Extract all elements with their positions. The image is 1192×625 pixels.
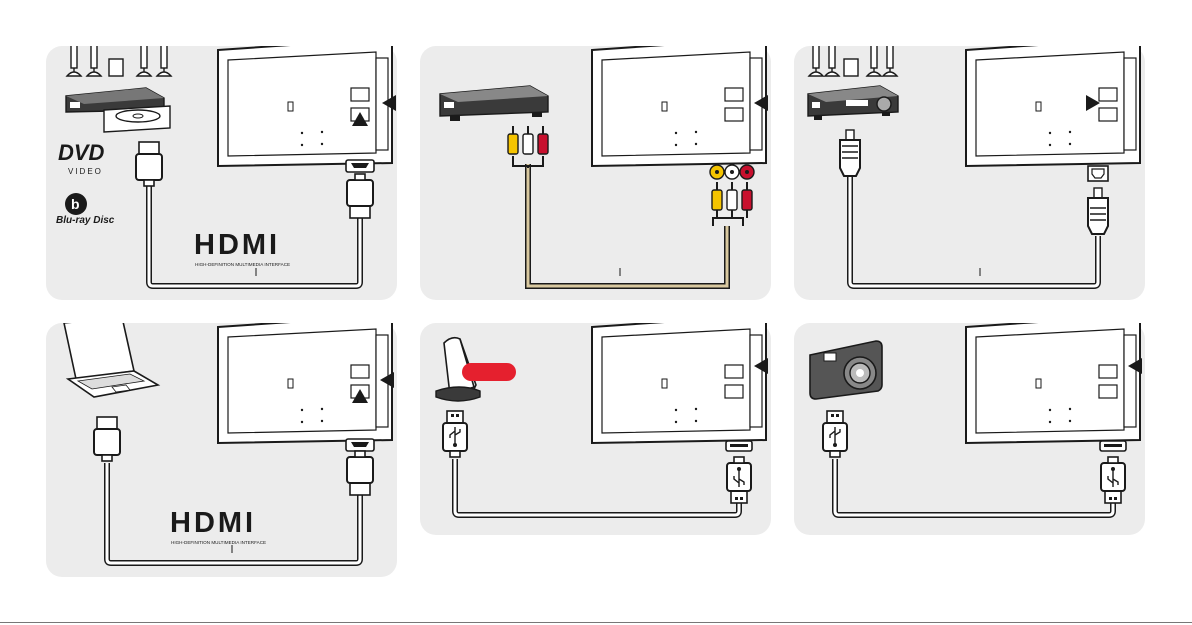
optical-plug-tv-icon xyxy=(1088,188,1108,234)
hdmi-plug-tv-icon xyxy=(347,451,373,495)
tv-back-icon xyxy=(218,323,392,443)
rca-sockets-icon xyxy=(710,165,754,179)
rca-plugs-device-icon xyxy=(508,126,548,154)
hdmi-logo-text: HDMI xyxy=(194,229,280,261)
hdmi-logo-text: HDMI xyxy=(170,507,256,539)
hometheatre-optical-diagram xyxy=(794,46,1145,300)
speakers-icon xyxy=(67,46,171,76)
bottom-rule xyxy=(0,622,1192,623)
laptop-icon xyxy=(64,323,158,397)
panel-camera-usb xyxy=(794,323,1145,535)
hdmi-tagline-text: HIGH-DEFINITION MULTIMEDIA INTERFACE xyxy=(195,262,290,267)
bluray-logo: b Blu-ray Disc xyxy=(56,193,115,226)
usb-plug-icon xyxy=(823,411,847,457)
hdmi-tagline-text: HIGH-DEFINITION MULTIMEDIA INTERFACE xyxy=(171,540,266,545)
set-top-box-icon xyxy=(440,86,548,121)
usb-cable xyxy=(455,459,739,515)
hdmi-plug-tv-icon xyxy=(347,174,373,218)
hdmi-plug-icon xyxy=(94,417,120,461)
usb-plug-icon xyxy=(443,411,467,457)
dvd-hdmi-diagram: DVD VIDEO b Blu-ray Disc HDMI HIGH-DEFIN… xyxy=(46,46,397,300)
av-receiver-icon xyxy=(808,86,898,120)
tv-back-icon xyxy=(966,323,1140,443)
usb-socket-icon xyxy=(1100,441,1126,451)
external-drive-icon xyxy=(436,338,516,401)
tv-back-icon xyxy=(218,46,392,166)
digital-camera-icon xyxy=(810,341,882,399)
optical-socket-icon xyxy=(1088,166,1108,181)
svg-text:b: b xyxy=(71,196,80,212)
rca-plugs-tv-icon xyxy=(712,182,752,218)
laptop-hdmi-diagram: HDMI HIGH-DEFINITION MULTIMEDIA INTERFAC… xyxy=(46,323,397,577)
panel-hometheatre-optical xyxy=(794,46,1145,300)
hdmi-socket-icon xyxy=(346,439,374,451)
optical-plug-device-icon xyxy=(840,130,860,176)
dvd-player-icon xyxy=(66,88,170,132)
hdmi-socket-icon xyxy=(346,160,374,172)
drive-accent-badge xyxy=(462,363,516,381)
composite-cable xyxy=(513,156,743,286)
panel-laptop-hdmi: HDMI HIGH-DEFINITION MULTIMEDIA INTERFAC… xyxy=(46,323,397,577)
dvd-logo: DVD VIDEO xyxy=(58,140,105,176)
speakers-icon xyxy=(809,46,897,76)
panel-harddrive-usb xyxy=(420,323,771,535)
harddrive-usb-diagram xyxy=(420,323,771,535)
dvd-video-text: VIDEO xyxy=(68,167,103,176)
hdmi-plug-icon xyxy=(136,142,162,186)
panel-dvd-hdmi: DVD VIDEO b Blu-ray Disc HDMI HIGH-DEFIN… xyxy=(46,46,397,300)
tv-back-icon xyxy=(592,323,766,443)
tv-back-icon xyxy=(592,46,766,166)
camera-usb-diagram xyxy=(794,323,1145,535)
usb-plug-tv-icon xyxy=(1101,457,1125,503)
usb-socket-icon xyxy=(726,441,752,451)
settopbox-composite-diagram xyxy=(420,46,771,300)
tv-back-icon xyxy=(966,46,1140,166)
usb-cable xyxy=(835,459,1113,515)
optical-cable xyxy=(850,176,1098,286)
usb-plug-tv-icon xyxy=(727,457,751,503)
panel-settopbox-composite xyxy=(420,46,771,300)
dvd-logo-text: DVD xyxy=(58,140,105,165)
bluray-logo-text: Blu-ray Disc xyxy=(56,215,115,226)
